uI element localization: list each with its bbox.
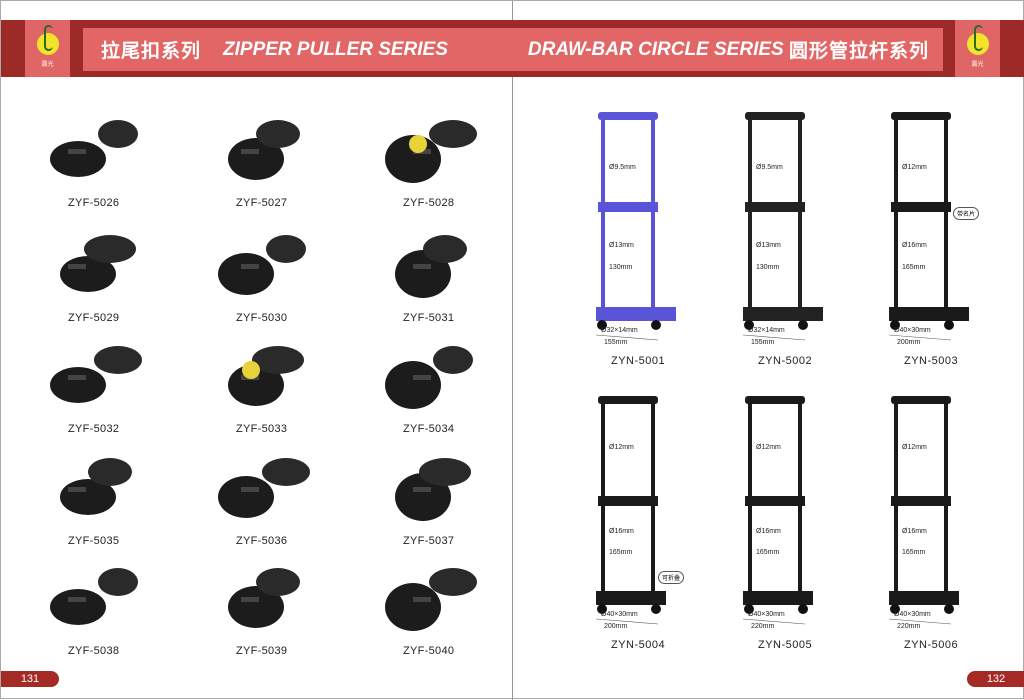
logo-icon: [36, 25, 59, 55]
product-image: [33, 442, 183, 552]
feature-note: 可折叠: [658, 571, 685, 584]
product-image: [201, 552, 351, 662]
product-code: ZYF-5035: [68, 535, 120, 547]
page-number-left: 131: [1, 671, 59, 687]
product-code: ZYF-5034: [403, 423, 455, 435]
inner-width: 165mm: [756, 549, 780, 556]
base-width: 155mm: [751, 339, 775, 346]
product-code: ZYN-5005: [758, 639, 813, 651]
product-code: ZYF-5030: [236, 312, 288, 324]
title-cn: 圆形管拉杆系列: [788, 41, 929, 62]
wheel-size: Ø40×30mm: [894, 611, 931, 618]
product-image: [33, 552, 183, 662]
product-image: [368, 219, 518, 329]
product-image: [368, 104, 518, 214]
lower-tube-diameter: Ø16mm: [756, 528, 781, 535]
page-number-right: 132: [967, 671, 1024, 687]
wheel-size: Ø40×30mm: [748, 611, 785, 618]
product-code: ZYF-5040: [403, 645, 455, 657]
handle: [891, 112, 951, 120]
product-code: ZYF-5037: [403, 535, 455, 547]
product-code: ZYF-5038: [68, 645, 120, 657]
wheel-size: Ø40×30mm: [894, 327, 931, 334]
product-code: ZYN-5003: [904, 355, 959, 367]
product-image: [33, 104, 183, 214]
product-code: ZYF-5032: [68, 423, 120, 435]
product-image: [201, 442, 351, 552]
wheel-size: Ø32×14mm: [748, 327, 785, 334]
base-width: 220mm: [897, 623, 921, 630]
brand-logo-left: 震光: [25, 20, 70, 77]
upper-tube-diameter: Ø12mm: [902, 444, 927, 451]
product-code: ZYF-5029: [68, 312, 120, 324]
product-code: ZYF-5036: [236, 535, 288, 547]
handle: [891, 396, 951, 404]
inner-width: 165mm: [902, 264, 926, 271]
lower-tube-diameter: Ø13mm: [756, 242, 781, 249]
feature-note: 带名片: [953, 207, 980, 220]
base-width: 155mm: [604, 339, 628, 346]
product-image: [33, 330, 183, 440]
upper-tube-diameter: Ø12mm: [902, 164, 927, 171]
lower-tube-diameter: Ø16mm: [902, 528, 927, 535]
base-width: 220mm: [751, 623, 775, 630]
title-en: DRAW-BAR CIRCLE SERIES: [527, 38, 784, 60]
section-title-left: 拉尾扣系列 ZIPPER PULLER SERIES: [83, 28, 513, 71]
handle: [598, 396, 658, 404]
title-cn: 拉尾扣系列: [101, 41, 202, 62]
product-code: ZYF-5039: [236, 645, 288, 657]
upper-tube-diameter: Ø9.5mm: [756, 164, 783, 171]
product-image: [201, 104, 351, 214]
product-image: [201, 330, 351, 440]
upper-tube-diameter: Ø12mm: [756, 444, 781, 451]
brand-logo-right: 震光: [955, 20, 1000, 77]
wheel-size: Ø40×30mm: [601, 611, 638, 618]
lower-tube-diameter: Ø16mm: [609, 528, 634, 535]
base-width: 200mm: [897, 339, 921, 346]
title-en: ZIPPER PULLER SERIES: [223, 38, 448, 60]
logo-text: 震光: [971, 62, 984, 68]
product-code: ZYN-5002: [758, 355, 813, 367]
upper-tube-diameter: Ø9.5mm: [609, 164, 636, 171]
product-image: [368, 442, 518, 552]
inner-width: 165mm: [902, 549, 926, 556]
product-image: [368, 552, 518, 662]
product-code: ZYF-5033: [236, 423, 288, 435]
product-image: [33, 219, 183, 329]
product-image: [201, 219, 351, 329]
product-code: ZYF-5027: [236, 197, 288, 209]
product-code: ZYF-5028: [403, 197, 455, 209]
handle: [745, 396, 805, 404]
inner-width: 130mm: [756, 264, 780, 271]
product-code: ZYN-5001: [611, 355, 666, 367]
handle: [598, 112, 658, 120]
lower-tube-diameter: Ø16mm: [902, 242, 927, 249]
wheel-size: Ø32×14mm: [601, 327, 638, 334]
product-code: ZYN-5006: [904, 639, 959, 651]
page-divider: [512, 1, 513, 700]
product-code: ZYF-5026: [68, 197, 120, 209]
product-code: ZYN-5004: [611, 639, 666, 651]
section-title-right: DRAW-BAR CIRCLE SERIES 圆形管拉杆系列: [513, 28, 943, 71]
product-code: ZYF-5031: [403, 312, 455, 324]
upper-tube-diameter: Ø12mm: [609, 444, 634, 451]
base-width: 200mm: [604, 623, 628, 630]
handle: [745, 112, 805, 120]
logo-icon: [966, 25, 989, 55]
lower-tube-diameter: Ø13mm: [609, 242, 634, 249]
logo-text: 震光: [41, 62, 54, 68]
inner-width: 130mm: [609, 264, 633, 271]
product-image: [368, 330, 518, 440]
inner-width: 165mm: [609, 549, 633, 556]
